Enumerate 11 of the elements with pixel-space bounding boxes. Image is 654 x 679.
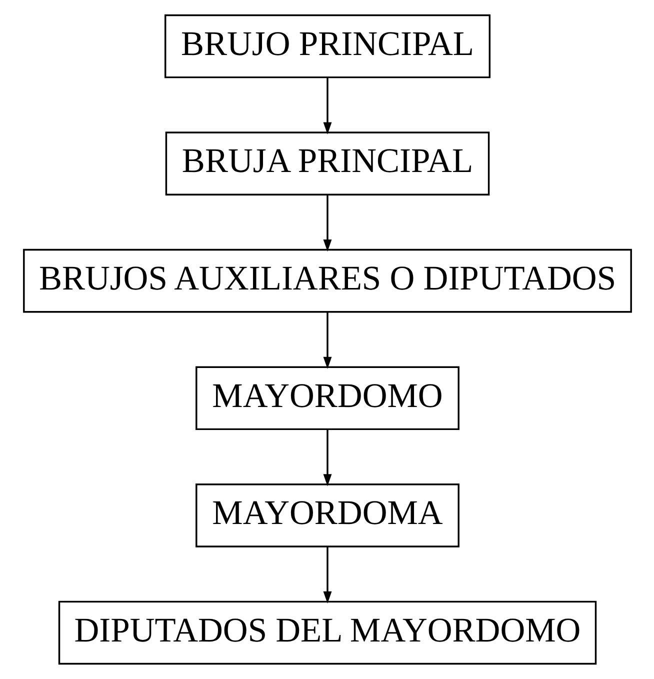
node-box: MAYORDOMO <box>195 366 459 430</box>
arrow <box>322 430 332 486</box>
node-box: BRUJA PRINCIPAL <box>164 132 490 196</box>
arrow <box>322 195 332 252</box>
node-box: BRUJOS AUXILIARES O DIPUTADOS <box>22 248 632 313</box>
node-box: MAYORDOMA <box>195 484 459 548</box>
arrow <box>322 547 332 604</box>
node-box: BRUJO PRINCIPAL <box>164 14 490 78</box>
node-box: DIPUTADOS DEL MAYORDOMO <box>58 600 596 665</box>
arrow <box>322 78 332 134</box>
arrow <box>322 312 332 369</box>
